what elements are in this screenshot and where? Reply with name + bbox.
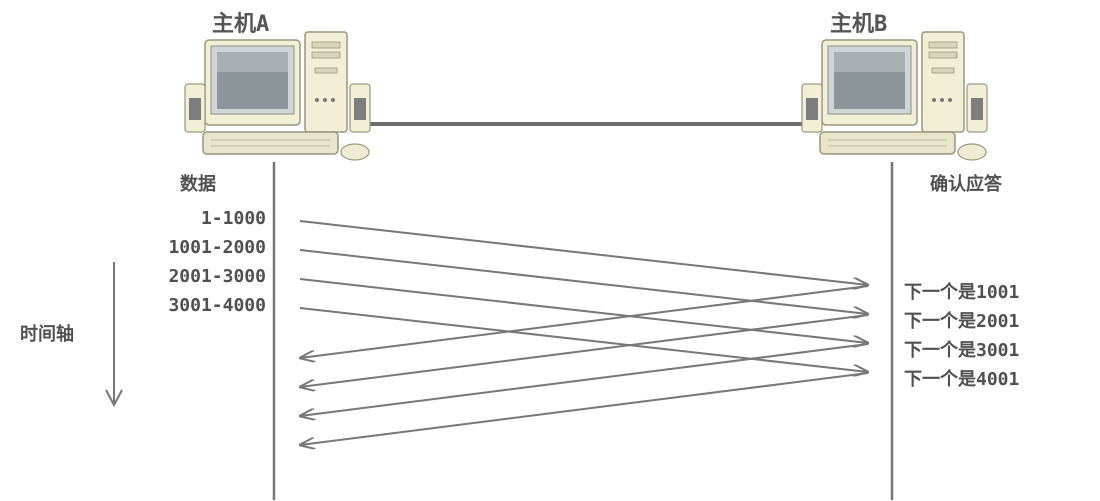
- segment-arrow-3: [299, 278, 868, 343]
- ack-arrow-2: [300, 314, 869, 387]
- segment-label-4: 3001-4000: [168, 295, 266, 316]
- time-axis-down-arrow-icon: [105, 262, 123, 408]
- host-b-column-label: 确认应答: [930, 174, 1002, 195]
- ack-arrow-4: [300, 372, 869, 445]
- ack-label-3: 下一个是3001: [904, 340, 1020, 361]
- ack-label-2: 下一个是2001: [904, 311, 1020, 332]
- ack-label-1: 下一个是1001: [904, 282, 1020, 303]
- host-b-computer-icon: [801, 31, 988, 161]
- ack-arrow-1: [300, 285, 869, 358]
- host-a-title: 主机A: [212, 12, 270, 37]
- segment-label-2: 1001-2000: [168, 237, 266, 258]
- host-a-computer-icon: [184, 31, 371, 161]
- segment-label-3: 2001-3000: [168, 266, 266, 287]
- time-axis-label: 时间轴: [20, 324, 74, 345]
- ack-label-4: 下一个是4001: [904, 369, 1020, 390]
- segment-label-1: 1-1000: [200, 208, 266, 229]
- segment-arrow-2: [299, 249, 868, 314]
- host-b-title: 主机B: [830, 12, 888, 37]
- host-a-column-label: 数据: [180, 174, 216, 195]
- segment-arrow-1: [299, 220, 868, 285]
- ack-arrow-3: [300, 343, 869, 416]
- segment-arrow-4: [299, 307, 868, 372]
